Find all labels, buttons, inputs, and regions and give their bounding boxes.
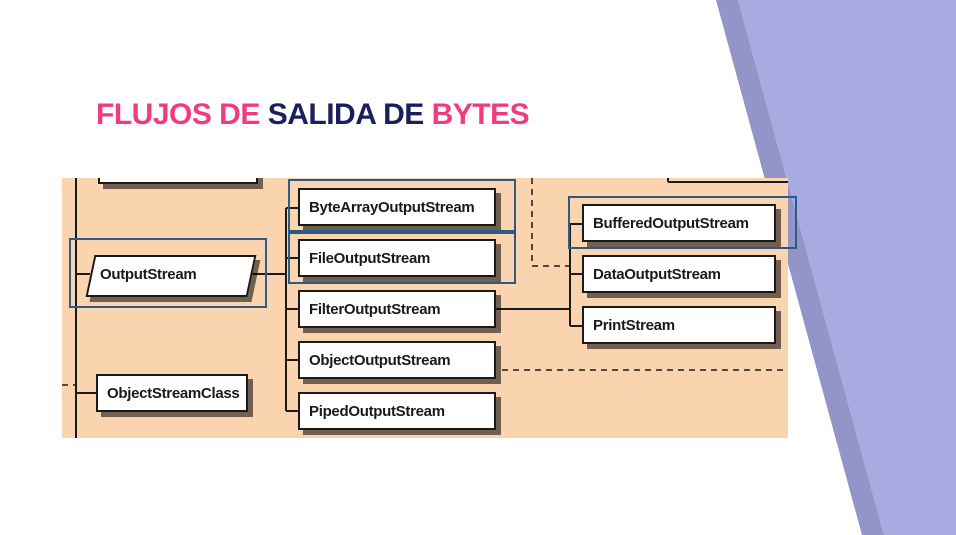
highlight-file [288, 232, 516, 284]
filter-subclass-box: PrintStream [582, 306, 776, 344]
highlight-buffered [568, 196, 797, 249]
highlight-outputstream [69, 238, 267, 308]
subclass-box: ByteArrayOutputStream [298, 188, 496, 226]
connector-lines [62, 178, 788, 438]
decor-dark-stripe [716, 0, 884, 535]
title-part-3: BYTES [431, 98, 530, 131]
highlight-bytearray [288, 179, 516, 232]
abstract-class-label: OutputStream [100, 265, 197, 283]
subclass-box: ObjectOutputStream [298, 341, 496, 379]
title-part-2: SALIDA DE [267, 98, 425, 131]
side-class-box: ObjectStreamClass [96, 374, 248, 412]
subclass-box: FilterOutputStream [298, 290, 496, 328]
slide-title: FLUJOS DE SALIDA DE BYTES [96, 98, 530, 132]
filter-subclass-box: DataOutputStream [582, 255, 776, 293]
subclass-box: FileOutputStream [298, 239, 496, 277]
filter-subclass-box: BufferedOutputStream [582, 204, 776, 242]
parent-class-box-partial [98, 178, 258, 184]
class-hierarchy-diagram: OutputStream ObjectStreamClass ByteArray… [62, 178, 788, 438]
subclass-box: PipedOutputStream [298, 392, 496, 430]
decor-lavender-panel [738, 0, 956, 535]
title-part-1: FLUJOS DE [96, 98, 260, 131]
